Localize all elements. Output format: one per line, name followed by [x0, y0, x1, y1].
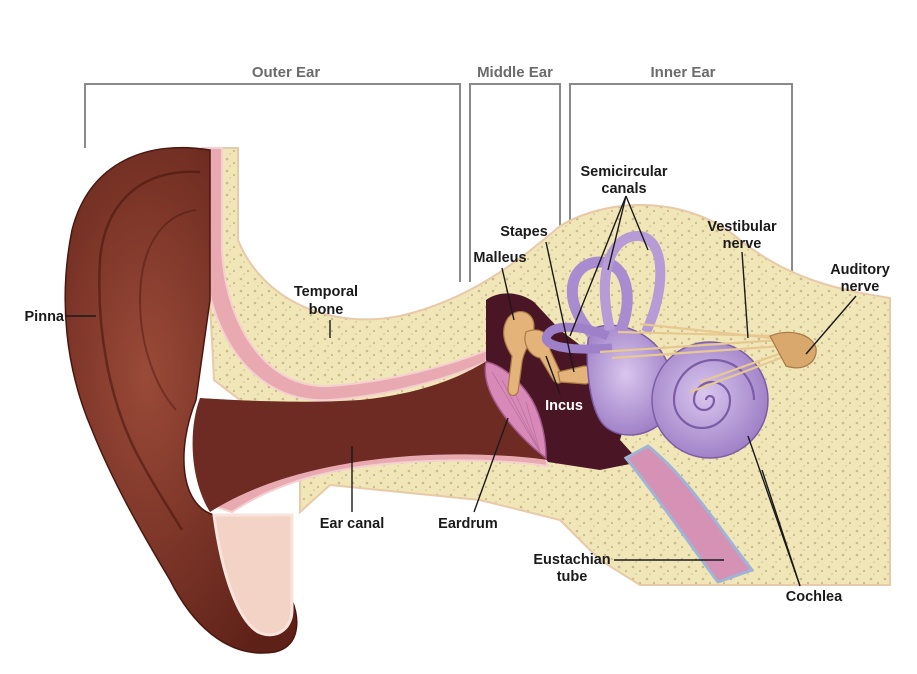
auditory-nerve — [769, 331, 817, 369]
leader-lines — [66, 195, 857, 587]
incus-leader — [545, 355, 561, 395]
label-stapes: Stapes — [500, 224, 548, 240]
label-auditory-2: nerve — [841, 279, 880, 295]
label-eardrum: Eardrum — [438, 516, 498, 532]
outer-ear-heading: Outer Ear — [252, 64, 321, 81]
label-ear-canal: Ear canal — [320, 516, 385, 532]
inner-ear — [541, 230, 817, 459]
antihelix-fold — [138, 209, 197, 411]
label-semicircular-2: canals — [601, 181, 646, 197]
cochlea-spiral — [672, 358, 756, 430]
section-brackets — [84, 83, 793, 284]
label-incus: Incus — [545, 398, 583, 414]
label-temporal-bone-2: bone — [309, 302, 344, 318]
label-eustachian-1: Eustachian — [533, 552, 610, 568]
eardrum-leader — [473, 417, 509, 513]
inner-ear-heading: Inner Ear — [650, 64, 715, 81]
malleus-leader — [501, 267, 515, 321]
semicircular-leader-2 — [607, 195, 627, 271]
label-semicircular-1: Semicircular — [580, 164, 667, 180]
semicircular-leader-3 — [625, 195, 649, 251]
label-temporal-bone-1: Temporal — [294, 284, 358, 300]
label-cochlea: Cochlea — [786, 589, 843, 605]
cochlea-leader-2 — [761, 469, 801, 587]
vestibular-nerve-leader — [741, 251, 749, 339]
semicircular-leader-1 — [569, 195, 627, 337]
labels: Pinna Temporal bone Ear canal Eardrum Ma… — [25, 164, 890, 605]
outer-ear-bracket — [84, 83, 461, 282]
semicircular-canal-2 — [599, 230, 666, 335]
ear-canal — [192, 360, 548, 512]
helix-fold — [98, 170, 201, 531]
label-vestibular-1: Vestibular — [707, 219, 777, 235]
inner-ear-bracket — [569, 83, 793, 284]
middle-ear-bracket — [469, 83, 561, 282]
eustachian-tube — [623, 444, 755, 584]
label-vestibular-2: nerve — [723, 236, 762, 252]
label-auditory-1: Auditory — [830, 262, 890, 278]
cochlea — [651, 341, 769, 459]
label-malleus: Malleus — [473, 250, 526, 266]
middle-ear-heading: Middle Ear — [477, 64, 553, 81]
semicircular-canal-3 — [541, 322, 613, 354]
stapes-leader — [545, 241, 575, 373]
nerve-bundle — [599, 322, 791, 394]
auditory-nerve-leader — [805, 295, 857, 355]
earlobe-section — [212, 513, 294, 637]
label-pinna: Pinna — [25, 309, 65, 325]
ossicles — [503, 310, 596, 397]
label-eustachian-2: tube — [557, 569, 588, 585]
